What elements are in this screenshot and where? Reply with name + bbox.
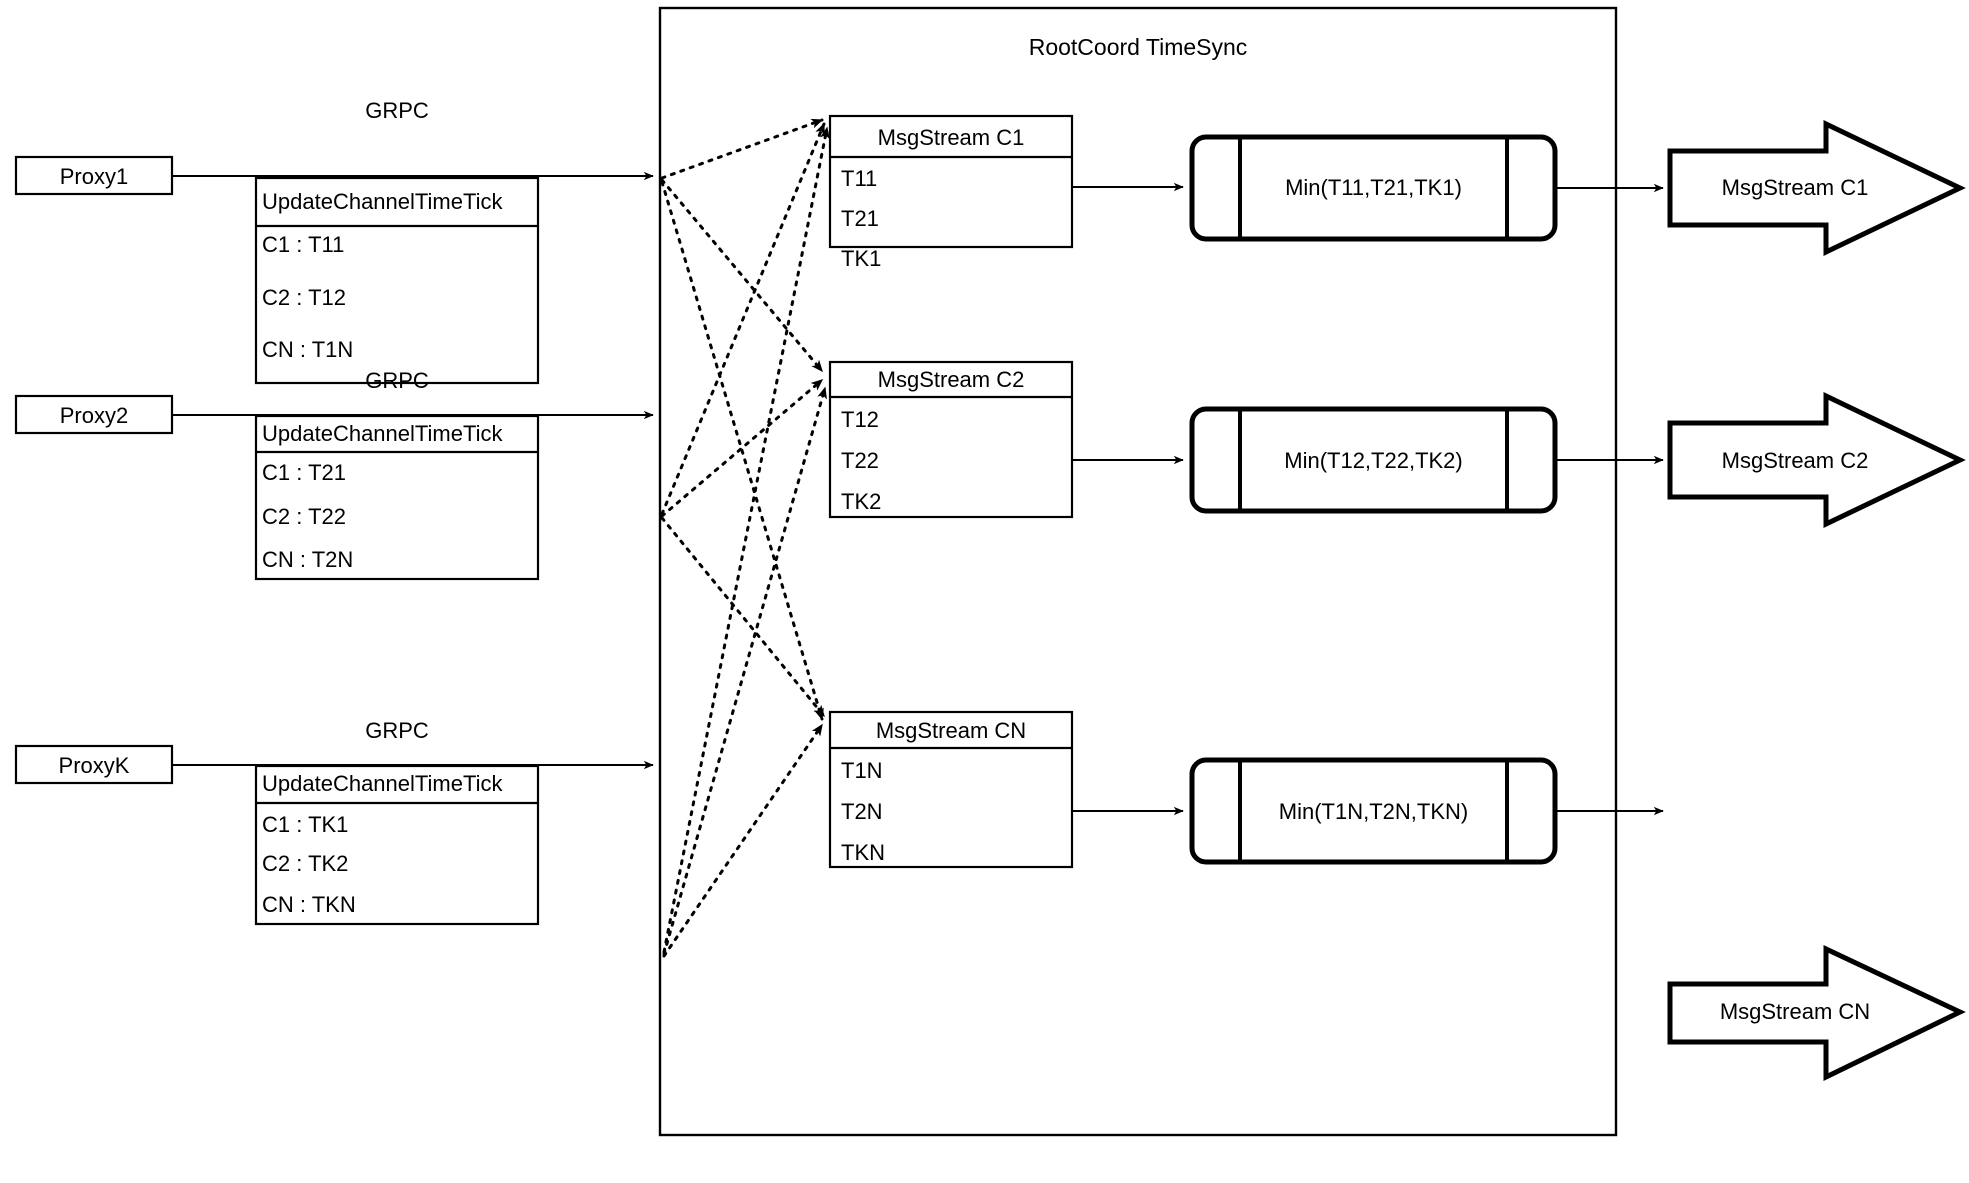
request-entry-2-0: C1 : T21 xyxy=(262,460,346,485)
request-header-1: UpdateChannelTimeTick xyxy=(262,189,503,214)
process-label-3: Min(T1N,T2N,TKN) xyxy=(1278,799,1469,824)
msgstream-header-1: MsgStream C1 xyxy=(877,125,1025,150)
request-entry-3-1: C2 : TK2 xyxy=(262,851,349,876)
process-label-1: Min(T11,T21,TK1) xyxy=(1285,175,1462,200)
msgstream-entry-1-2: TK1 xyxy=(841,246,882,271)
dotted-link-p2-c1 xyxy=(660,122,826,516)
msgstream-entry-3-0: T1N xyxy=(841,758,883,783)
proxy-label-3: ProxyK xyxy=(58,753,130,778)
msgstream-box-1 xyxy=(828,114,1074,249)
request-entry-3-0: C1 : TK1 xyxy=(262,812,349,837)
request-entry-1-0: C1 : T11 xyxy=(262,232,345,257)
msgstream-entry-3-1: T2N xyxy=(841,799,883,824)
output-arrow-3 xyxy=(1667,945,1966,1081)
proxy-label-2: Proxy2 xyxy=(59,403,129,428)
request-box-3 xyxy=(254,764,540,926)
msgstream-entry-2-2: TK2 xyxy=(841,489,882,514)
request-entry-2-2: CN : T2N xyxy=(262,547,354,572)
grpc-label-3: GRPC xyxy=(365,718,429,743)
proxy-label-1: Proxy1 xyxy=(59,164,129,189)
output-label-3: MsgStream CN xyxy=(1719,999,1871,1024)
msgstream-box-3 xyxy=(828,710,1074,869)
output-label-1: MsgStream C1 xyxy=(1721,175,1869,200)
request-header-3: UpdateChannelTimeTick xyxy=(262,771,503,796)
output-label-2: MsgStream C2 xyxy=(1721,448,1869,473)
grpc-label-2: GRPC xyxy=(365,368,429,393)
grpc-label-1: GRPC xyxy=(365,98,429,123)
dotted-link-p2-cn xyxy=(660,516,826,718)
dotted-link-pk-c2 xyxy=(662,386,827,956)
request-box-2 xyxy=(254,414,540,581)
msgstream-entry-3-2: TKN xyxy=(841,840,885,865)
msgstream-header-2: MsgStream C2 xyxy=(877,367,1025,392)
request-entry-1-2: CN : T1N xyxy=(262,337,354,362)
msgstream-entry-2-0: T12 xyxy=(841,407,879,432)
container-title: RootCoord TimeSync xyxy=(1028,34,1248,60)
dotted-link-pk-c1 xyxy=(662,126,830,954)
proxy-box-1[interactable] xyxy=(14,155,174,196)
proxy-box-3[interactable] xyxy=(14,744,174,785)
msgstream-entry-1-0: T11 xyxy=(841,166,878,191)
msgstream-box-2 xyxy=(828,360,1074,519)
dotted-link-p1-cn xyxy=(660,180,824,721)
request-header-2: UpdateChannelTimeTick xyxy=(262,421,503,446)
request-entry-1-1: C2 : T12 xyxy=(262,285,346,310)
msgstream-entry-2-1: T22 xyxy=(841,448,879,473)
output-arrow-2 xyxy=(1667,392,1966,528)
request-entry-3-2: CN : TKN xyxy=(262,892,356,917)
request-box-1 xyxy=(254,176,540,385)
msgstream-header-3: MsgStream CN xyxy=(875,718,1027,743)
dotted-link-p1-c1 xyxy=(660,118,824,180)
dotted-link-p1-c2 xyxy=(660,178,824,373)
output-arrow-1 xyxy=(1667,120,1966,256)
process-label-2: Min(T12,T22,TK2) xyxy=(1284,448,1463,473)
dotted-link-pk-cn xyxy=(662,723,824,958)
request-entry-2-1: C2 : T22 xyxy=(262,504,346,529)
msgstream-entry-1-1: T21 xyxy=(841,206,879,231)
